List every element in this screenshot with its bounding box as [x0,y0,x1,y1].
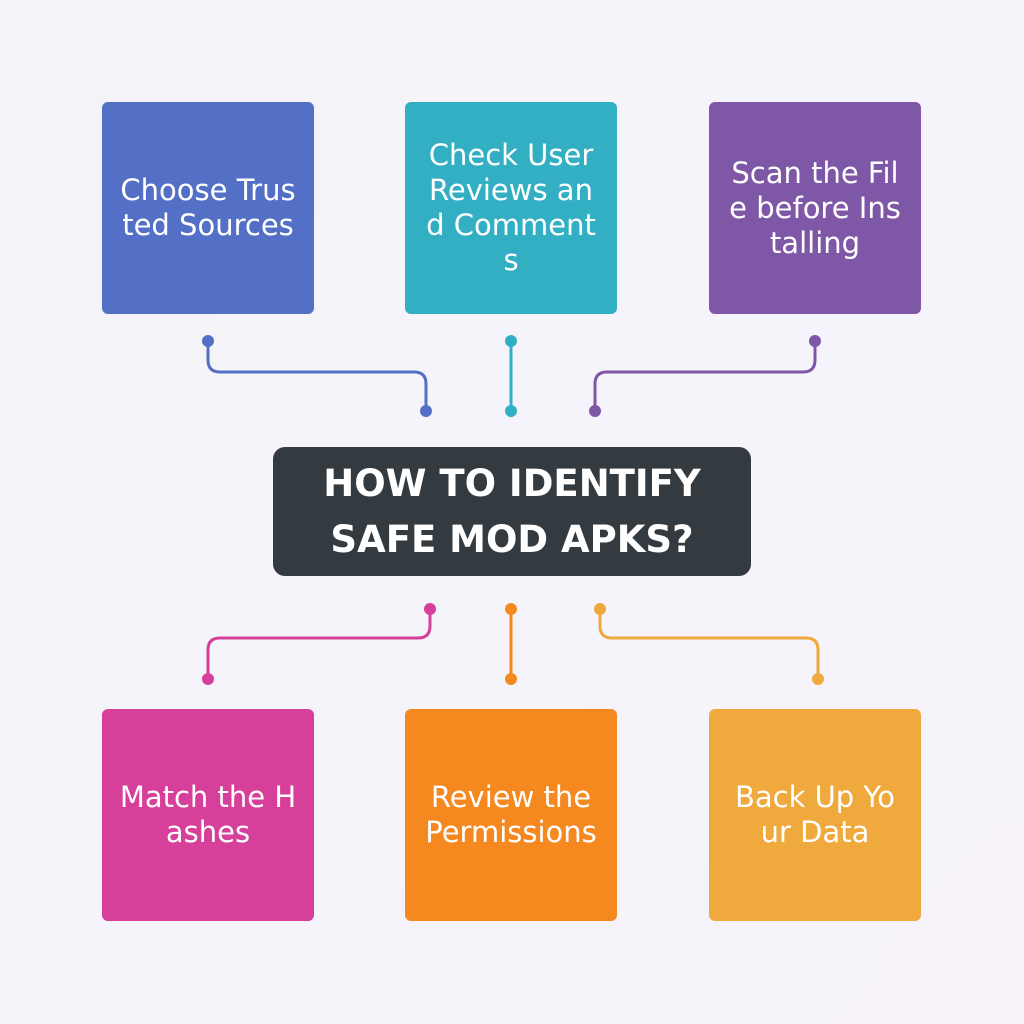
step-label: Check User Reviews and Comments [426,138,596,277]
step-box-review-permissions: Review the Permissions [405,709,617,921]
step-box-check-user-reviews: Check User Reviews and Comments [405,102,617,314]
diagram-title: HOW TO IDENTIFY SAFE MOD APKS? [323,456,700,568]
step-label: Scan the File before Installing [729,155,901,260]
step-label: Review the Permissions [425,780,597,849]
connector-5 [505,603,517,685]
connector-6 [594,603,824,685]
step-box-scan-the-file: Scan the File before Installing [709,102,921,314]
connector-3 [589,335,821,417]
step-label: Match the Hashes [119,780,297,849]
step-label: Choose Trusted Sources [120,173,296,242]
step-box-choose-trusted-sources: Choose Trusted Sources [102,102,314,314]
connector-1 [202,335,432,417]
connector-4 [202,603,436,685]
step-label: Back Up Your Data [734,780,896,849]
title-line-1: HOW TO IDENTIFY [323,461,701,505]
connector-2 [505,335,517,417]
title-line-2: SAFE MOD APKS? [330,517,694,561]
center-title-box: HOW TO IDENTIFY SAFE MOD APKS? [273,447,751,576]
step-box-match-the-hashes: Match the Hashes [102,709,314,921]
step-box-back-up-data: Back Up Your Data [709,709,921,921]
